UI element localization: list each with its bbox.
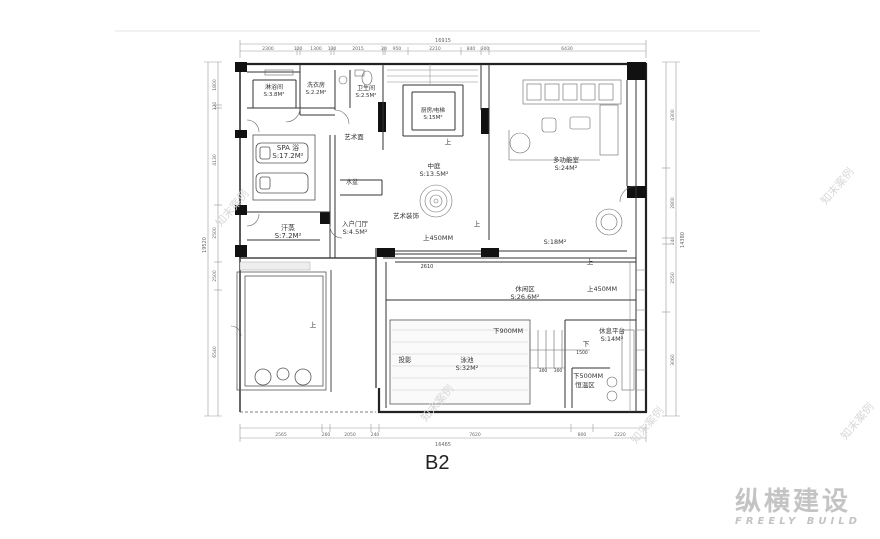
dim-top-8: 840	[467, 46, 476, 52]
dim-top-0: 2300	[262, 46, 274, 52]
dim-right-1: 2800	[670, 197, 676, 209]
dim-top-total: 16915	[435, 38, 451, 44]
media-furniture	[508, 79, 623, 236]
dimension-left	[204, 61, 222, 417]
dim-top-9: 300	[481, 46, 490, 52]
label-sauna: 汗蒸	[281, 223, 295, 232]
step-dim-1: 300	[539, 368, 548, 374]
spa-beds	[252, 134, 316, 201]
area-toilet: S:2.5M²	[355, 92, 376, 99]
dim-top-6: 950	[393, 46, 402, 52]
dim-top-5: 20	[381, 46, 387, 52]
label-entry: 入户门厅	[342, 219, 369, 228]
area-laundry: S:2.2M²	[305, 89, 326, 96]
label-toilet: 卫生间	[357, 84, 375, 92]
dim-bottom-4: 7620	[469, 432, 481, 438]
area-sauna: S:7.2M²	[275, 232, 302, 240]
brand-logo: 纵横建设 FREELY BUILD	[735, 488, 861, 527]
label-raise-450: 上450MM	[423, 233, 453, 242]
area-lounge: S:26.6M²	[510, 293, 539, 301]
label-shower: 淋浴间	[265, 83, 283, 91]
outdoor-area	[236, 258, 376, 413]
dim-bottom-6: 2220	[614, 432, 626, 438]
label-courtyard: 中庭	[428, 161, 442, 170]
area-pool: S:32M²	[456, 364, 479, 372]
room-labels: 淋浴间 S:3.8M² 洗衣房 S:2.2M² 卫生间 S:2.5M² 厨房/电…	[263, 81, 625, 389]
dim-bottom-3: 240	[371, 432, 380, 438]
label-rest-platform: 休息平台	[599, 326, 625, 335]
interior-walls	[247, 64, 637, 412]
label-art-wall: 艺术面	[344, 132, 364, 141]
dim-left-5: 6540	[212, 346, 218, 358]
label-down-900: 下900MM	[493, 327, 523, 335]
label-up-corridor: 上	[587, 257, 594, 266]
brand-name-cn: 纵横建设	[735, 487, 852, 517]
dim-left-3: 2500	[212, 227, 218, 239]
dimension-top	[239, 40, 647, 58]
area-spa: S:17.2M²	[272, 152, 303, 160]
pool-steps	[529, 330, 590, 369]
dim-right-0: 4300	[670, 109, 676, 121]
dim-top-7: 2210	[429, 46, 441, 52]
area-media: S:24M²	[555, 164, 578, 172]
drawing-title: B2	[425, 452, 450, 474]
dim-top-3: 130	[328, 46, 337, 52]
label-art-feature: 艺术装饰	[393, 211, 420, 220]
dim-bottom-5: 800	[578, 432, 587, 438]
dim-right-4: 3060	[670, 354, 676, 366]
area-entry: S:4.5M²	[343, 228, 368, 236]
dim-right-total: 14380	[680, 232, 686, 248]
label-constant-temp: 恒温区	[575, 380, 595, 389]
constant-temp-fixtures	[606, 329, 635, 402]
dim-right-3: 2550	[670, 272, 676, 284]
right-railing	[629, 262, 646, 412]
dim-top-4: 2015	[352, 46, 364, 52]
label-basin: 水盆	[346, 178, 358, 186]
label-raise-450b: 上450MM	[587, 284, 617, 293]
dimension-bottom	[239, 424, 647, 442]
label-laundry: 洗衣房	[307, 81, 325, 89]
label-lounge: 休闲区	[515, 284, 535, 293]
label-up-outdoor: 上	[310, 320, 317, 329]
label-media: 多功能室	[553, 155, 580, 164]
dim-bottom-1: 260	[322, 432, 331, 438]
label-down-500: 下500MM	[573, 372, 603, 380]
area-elevator: S:15M²	[423, 114, 442, 121]
area-corridor: S:18M²	[544, 238, 567, 246]
dim-top-10: 6430	[561, 46, 573, 52]
dim-top-2: 1300	[310, 46, 322, 52]
dim-left-2: 4130	[212, 154, 218, 166]
dimension-right	[662, 61, 680, 417]
label-up-courtyard: 上	[474, 219, 481, 228]
dim-left-total: 19520	[202, 237, 208, 253]
dim-left-1: 120	[212, 102, 218, 111]
toilet-fixtures	[264, 69, 373, 86]
dim-left-0: 1800	[212, 79, 218, 91]
dim-top-1: 120	[294, 46, 303, 52]
structural-columns	[235, 62, 646, 257]
stair-width: 2610	[421, 264, 434, 270]
art-decoration	[419, 184, 453, 218]
area-shower: S:3.8M²	[263, 91, 284, 98]
brand-name-en: FREELY BUILD	[735, 516, 861, 527]
label-spa: SPA 浴	[277, 143, 299, 152]
dim-right-2: 240	[670, 237, 676, 246]
dim-left-4: 2500	[212, 270, 218, 282]
label-projection: 投影	[399, 355, 413, 364]
dim-bottom-2: 2050	[344, 432, 356, 438]
dim-bottom-total: 16465	[435, 442, 451, 448]
label-down-pool: 下	[583, 340, 590, 348]
stairs-top	[387, 64, 478, 84]
label-up-stair: 上	[445, 137, 452, 146]
label-elevator: 厨房/电梯	[421, 106, 445, 114]
label-pool: 泳池	[461, 355, 475, 364]
pool-surface	[389, 319, 531, 405]
door-swings	[230, 107, 637, 337]
area-courtyard: S:13.5M²	[419, 170, 448, 178]
dim-bottom-0: 2565	[275, 432, 287, 438]
area-rest: S:14M²	[601, 335, 624, 343]
step-dim-2: 300	[554, 368, 563, 374]
step-dim-3: 1500	[576, 350, 588, 356]
